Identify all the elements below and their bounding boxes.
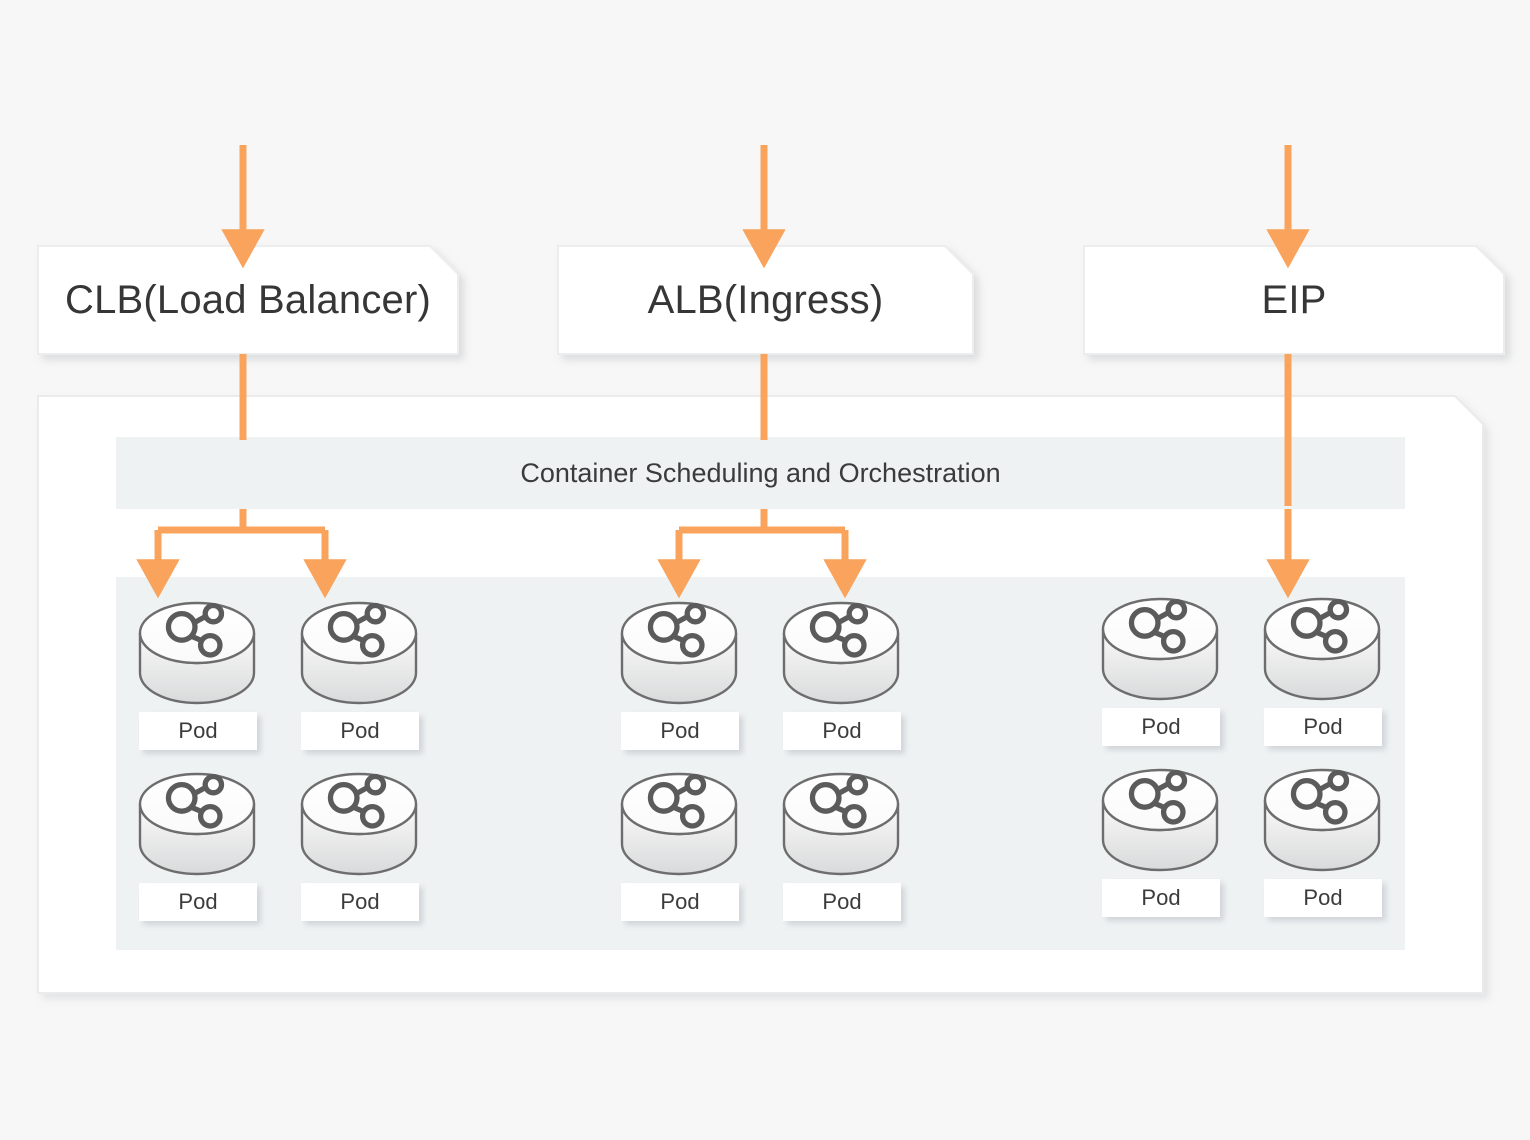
share-network-icon: [1290, 598, 1350, 654]
pod-icon[interactable]: [1101, 768, 1219, 872]
pod-icon[interactable]: [1101, 597, 1219, 701]
share-network-icon: [1128, 769, 1188, 825]
share-network-icon: [1128, 598, 1188, 654]
connector-alb-fanout: [657, 509, 867, 599]
pod-icon[interactable]: [782, 601, 900, 705]
share-network-icon: [647, 773, 707, 829]
entrypoint-card-eip[interactable]: [1083, 245, 1505, 355]
pod-icon[interactable]: [620, 772, 738, 876]
share-network-icon: [1290, 769, 1350, 825]
pod-icon[interactable]: [1263, 597, 1381, 701]
pod-label-plate: [1264, 708, 1382, 746]
pod-label-plate: [783, 712, 901, 750]
pod-label-plate: [1264, 879, 1382, 917]
pod-icon[interactable]: [300, 601, 418, 705]
pod-label-plate: [621, 883, 739, 921]
pod-icon[interactable]: [300, 772, 418, 876]
orchestration-band: [116, 437, 1405, 509]
pod-label-plate: [301, 883, 419, 921]
share-network-icon: [165, 602, 225, 658]
pod-label-plate: [301, 712, 419, 750]
share-network-icon: [327, 773, 387, 829]
pod-label-plate: [139, 883, 257, 921]
share-network-icon: [809, 773, 869, 829]
share-network-icon: [165, 773, 225, 829]
pod-label-plate: [1102, 879, 1220, 917]
entrypoint-card-alb[interactable]: [557, 245, 974, 355]
pod-icon[interactable]: [620, 601, 738, 705]
pod-label-plate: [783, 883, 901, 921]
pod-icon[interactable]: [138, 601, 256, 705]
pod-label-plate: [1102, 708, 1220, 746]
pod-label-plate: [621, 712, 739, 750]
pod-label-plate: [139, 712, 257, 750]
pod-icon[interactable]: [1263, 768, 1381, 872]
pod-icon[interactable]: [782, 772, 900, 876]
connector-clb-fanout: [136, 509, 347, 599]
share-network-icon: [327, 602, 387, 658]
share-network-icon: [647, 602, 707, 658]
share-network-icon: [809, 602, 869, 658]
entrypoint-card-clb[interactable]: [37, 245, 459, 355]
pod-icon[interactable]: [138, 772, 256, 876]
